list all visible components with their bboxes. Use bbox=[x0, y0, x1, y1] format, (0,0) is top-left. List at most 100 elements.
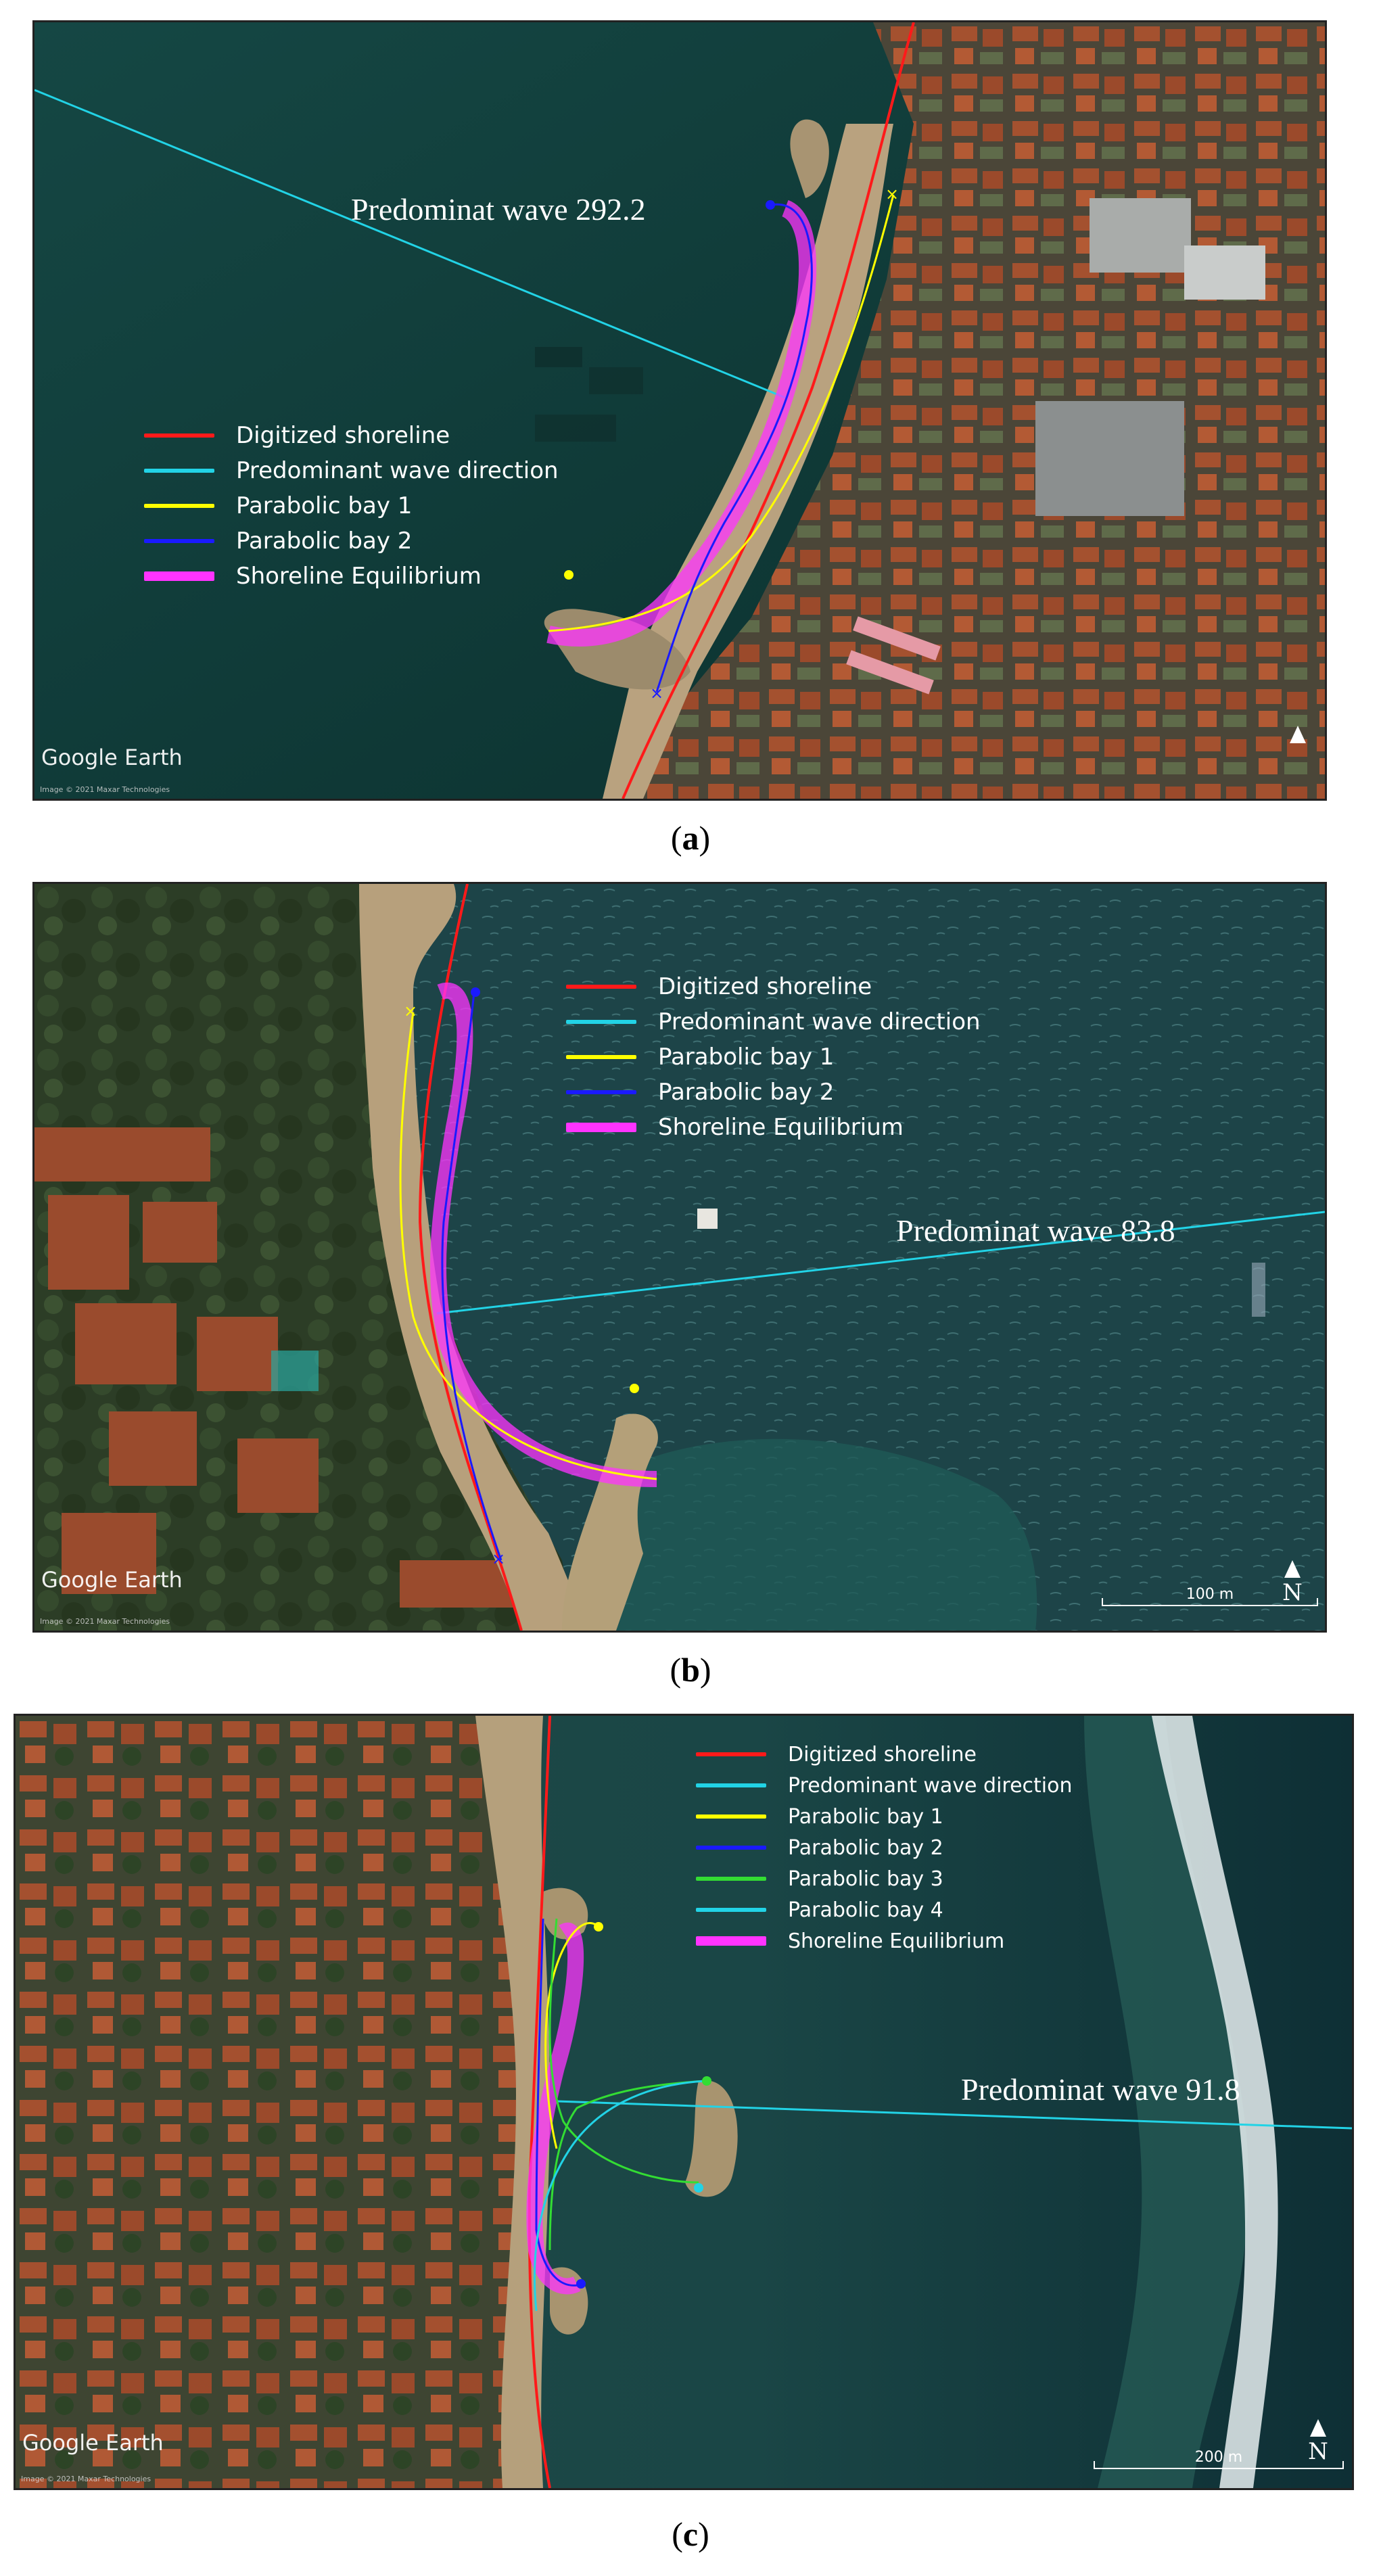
legend-line-yellow bbox=[144, 504, 214, 508]
imagery-copyright: Image © 2021 Maxar Technologies bbox=[40, 1617, 170, 1626]
legend-label: Predominant wave direction bbox=[658, 1008, 981, 1035]
map-panel-a: × × Predominat wave 292.2 Digitized shor… bbox=[32, 20, 1327, 801]
legend-line-cyan bbox=[144, 469, 214, 473]
legend-line-yellow bbox=[696, 1814, 766, 1819]
legend-item: Parabolic bay 2 bbox=[566, 1075, 981, 1110]
map-legend: Digitized shoreline Predominant wave dir… bbox=[566, 969, 981, 1145]
wave-direction-line bbox=[436, 1211, 1325, 1315]
legend-line-red bbox=[566, 985, 636, 989]
legend-label: Parabolic bay 3 bbox=[788, 1867, 943, 1891]
imagery-copyright: Image © 2021 Maxar Technologies bbox=[21, 2475, 151, 2483]
legend-item: Parabolic bay 2 bbox=[144, 523, 559, 559]
bay2-point-marker bbox=[471, 987, 480, 997]
legend-item: Shoreline Equilibrium bbox=[696, 1925, 1073, 1957]
imagery-copyright: Image © 2021 Maxar Technologies bbox=[40, 785, 170, 794]
north-arrow-icon bbox=[1284, 726, 1311, 745]
legend-line-yellow bbox=[566, 1055, 636, 1059]
google-earth-logo: Google Earth bbox=[22, 2430, 164, 2456]
legend-item: Shoreline Equilibrium bbox=[566, 1110, 981, 1145]
bay2-point-marker bbox=[576, 2279, 586, 2289]
legend-line-blue bbox=[566, 1090, 636, 1094]
legend-item: Parabolic bay 1 bbox=[144, 488, 559, 523]
caption-c: (c) bbox=[672, 2515, 709, 2553]
scale-bar: 200 m bbox=[1094, 2449, 1344, 2469]
svg-text:×: × bbox=[650, 684, 663, 703]
legend-label: Predominant wave direction bbox=[236, 457, 559, 484]
legend-line-red bbox=[696, 1752, 766, 1756]
caption-letter: a bbox=[682, 819, 699, 857]
legend-item: Parabolic bay 2 bbox=[696, 1832, 1073, 1863]
legend-item: Parabolic bay 3 bbox=[696, 1863, 1073, 1894]
legend-label: Shoreline Equilibrium bbox=[658, 1114, 904, 1141]
wave-direction-label: Predominat wave 83.8 bbox=[896, 1213, 1175, 1248]
legend-line-green bbox=[696, 1877, 766, 1881]
legend-line-blue bbox=[696, 1846, 766, 1850]
svg-text:×: × bbox=[404, 1002, 417, 1021]
wave-direction-line bbox=[556, 2100, 1352, 2130]
parabolic-bay-2 bbox=[535, 1918, 584, 2287]
parabolic-bay-1 bbox=[548, 194, 895, 632]
legend-label: Shoreline Equilibrium bbox=[236, 563, 482, 590]
north-arrow-icon: N bbox=[1305, 2419, 1332, 2465]
caption-a: (a) bbox=[670, 819, 711, 857]
satellite-image-b: × × bbox=[34, 884, 1325, 1631]
legend-item: Parabolic bay 1 bbox=[696, 1801, 1073, 1832]
legend-line-red bbox=[144, 434, 214, 438]
caption-b: (b) bbox=[670, 1651, 711, 1689]
scale-label: 200 m bbox=[1194, 2449, 1243, 2466]
surf-zone bbox=[1152, 1716, 1278, 2488]
legend-label: Predominant wave direction bbox=[788, 1773, 1073, 1798]
legend-item: Predominant wave direction bbox=[144, 453, 559, 488]
legend-label: Digitized shoreline bbox=[658, 973, 872, 1000]
bay2-point-marker bbox=[766, 200, 775, 210]
wave-direction-line bbox=[34, 89, 786, 399]
legend-label: Parabolic bay 1 bbox=[788, 1804, 943, 1829]
legend-item: Predominant wave direction bbox=[696, 1770, 1073, 1801]
caption-letter: c bbox=[682, 2515, 699, 2553]
parabolic-bay-2 bbox=[441, 991, 502, 1561]
north-label: N bbox=[1282, 1579, 1303, 1606]
parabolic-bay-4 bbox=[533, 2080, 706, 2312]
bay1-point-marker bbox=[564, 570, 574, 580]
legend-line-cyan bbox=[566, 1020, 636, 1024]
wave-direction-label: Predominat wave 292.2 bbox=[351, 192, 646, 227]
legend-line-magenta bbox=[566, 1123, 636, 1132]
satellite-image-c bbox=[16, 1716, 1352, 2488]
scale-label: 100 m bbox=[1186, 1586, 1234, 1603]
shoreline-equilibrium bbox=[546, 200, 817, 647]
north-arrow-icon: N bbox=[1279, 1560, 1306, 1606]
svg-text:×: × bbox=[885, 185, 899, 204]
map-legend: Digitized shoreline Predominant wave dir… bbox=[696, 1739, 1073, 1957]
wave-direction-label: Predominat wave 91.8 bbox=[961, 2072, 1240, 2107]
map-panel-b: × × Predominat wave 83.8 Digitized shore… bbox=[32, 882, 1327, 1633]
digitized-shoreline bbox=[622, 22, 915, 799]
legend-item: Digitized shoreline bbox=[144, 418, 559, 453]
legend-line-cyan bbox=[696, 1783, 766, 1787]
bay4-point-marker bbox=[694, 2183, 703, 2193]
building bbox=[1035, 401, 1184, 516]
legend-line-magenta bbox=[696, 1936, 766, 1946]
svg-text:×: × bbox=[492, 1549, 505, 1568]
legend-item: Predominant wave direction bbox=[566, 1004, 981, 1039]
legend-item: Parabolic bay 1 bbox=[566, 1039, 981, 1075]
google-earth-logo: Google Earth bbox=[41, 745, 183, 770]
pool bbox=[271, 1351, 319, 1391]
bay3-point-marker bbox=[702, 2076, 711, 2086]
legend-item: Digitized shoreline bbox=[566, 969, 981, 1004]
legend-label: Parabolic bay 1 bbox=[658, 1044, 835, 1071]
legend-item: Shoreline Equilibrium bbox=[144, 559, 559, 594]
parabolic-bay-2 bbox=[655, 203, 813, 693]
legend-line-cyan bbox=[696, 1908, 766, 1912]
bay1-point-marker bbox=[630, 1384, 639, 1393]
caption-letter: b bbox=[681, 1651, 700, 1689]
parabolic-bay-1 bbox=[544, 1922, 598, 2149]
satellite-image-a: × × bbox=[34, 22, 1325, 799]
map-panel-c: Predominat wave 91.8 Digitized shoreline… bbox=[14, 1714, 1354, 2490]
legend-label: Parabolic bay 4 bbox=[788, 1898, 943, 1922]
rooftops bbox=[34, 1127, 535, 1608]
legend-label: Parabolic bay 1 bbox=[236, 492, 413, 519]
google-earth-logo: Google Earth bbox=[41, 1567, 183, 1593]
legend-line-magenta bbox=[144, 571, 214, 581]
legend-label: Digitized shoreline bbox=[788, 1742, 977, 1766]
legend-item: Digitized shoreline bbox=[696, 1739, 1073, 1770]
